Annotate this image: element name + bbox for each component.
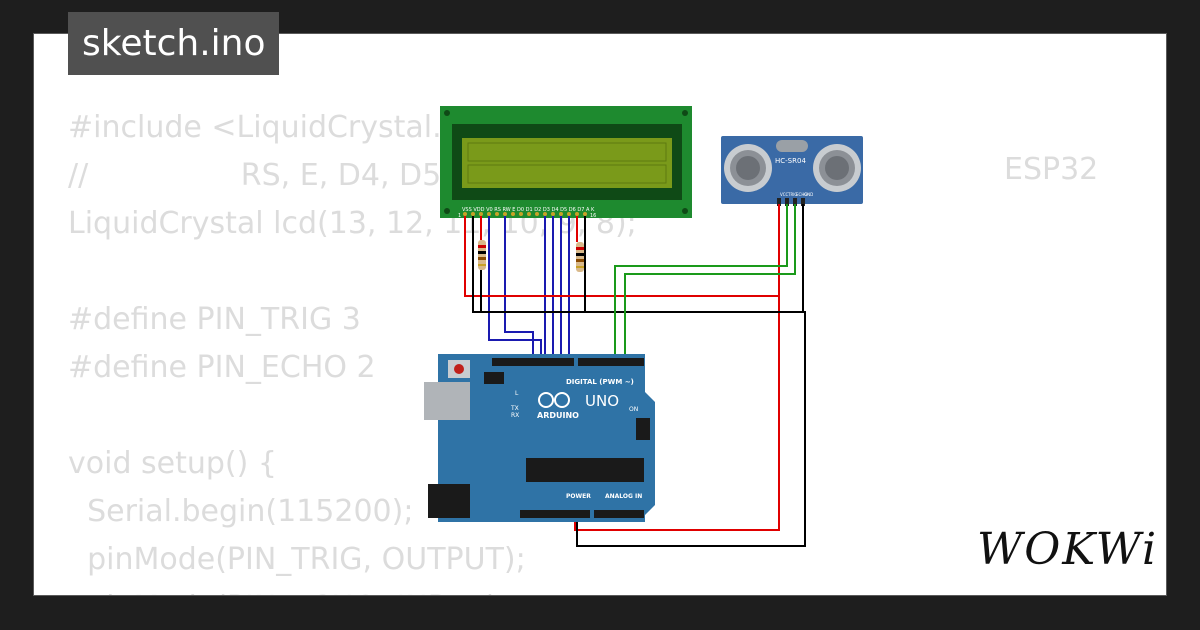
file-tab[interactable]: sketch.ino [68,12,280,75]
wire-blue [504,216,534,362]
code-line: void setup() { [68,446,277,481]
wire-red [464,216,780,531]
wire-green [614,204,788,362]
resistor[interactable] [478,240,486,270]
power-jack [428,484,470,518]
lcd-screen [462,138,672,188]
header-power [520,510,590,518]
code-side-note: ESP32 [1004,152,1099,187]
code-line: #define PIN_ECHO 2 [68,350,376,385]
lcd-display[interactable]: VSS VDD V0 RS RW E D0 D1 D2 D3 D4 D5 D6 … [440,106,692,219]
code-line: // RS, E, D4, D5 [68,158,442,193]
arduino-logo-text: ARDUINO [537,411,579,420]
header-digital-low [578,358,644,366]
header-digital-high [492,358,574,366]
code-line: LiquidCrystal lcd(13, 12, 11, 10, 9, 8); [68,206,637,241]
tx-led-label: TX [510,405,519,412]
wokwi-logo: WOKWi [977,524,1159,575]
sensor-pin-trig: TRIG [787,192,798,197]
code-line: Serial.begin(115200); [68,494,414,529]
sensor-model-label: HC-SR04 [775,157,806,165]
lcd-pin16-label: 16 [590,213,596,219]
board-model-label: UNO [585,392,619,410]
microcontroller-chip [526,458,644,482]
power-label: POWER [566,493,591,500]
usb-port [424,382,470,420]
analog-label: ANALOG IN [605,493,642,500]
sensor-pin-echo: ECHO [796,192,807,197]
sensor-pin-vcc: VCC [780,192,789,197]
header-analog [594,510,644,518]
digital-label: DIGITAL (PWM ~) [566,378,634,386]
code-line: pinMode(PIN_TRIG, OUTPUT); [68,542,526,577]
arduino-infinity-icon [538,392,570,408]
wire-black [472,216,806,547]
wire-green [624,204,796,362]
lcd-pin-labels: VSS VDD V0 RS RW E D0 D1 D2 D3 D4 D5 D6 … [462,207,595,213]
rx-led-label: RX [511,412,519,419]
wire-blue [488,216,542,362]
l-led-label: L [515,390,519,397]
lcd-pin1-label: 1 [458,213,461,219]
sensor-pin-gnd: GND [804,192,813,197]
resistor[interactable] [576,242,584,272]
ultrasonic-sensor[interactable]: HC-SR04 VCC TRIG ECHO GND [721,136,863,206]
code-line: #define PIN_TRIG 3 [68,302,361,337]
on-led-label: ON [629,406,638,413]
arduino-uno-board[interactable]: DIGITAL (PWM ~) ARDUINO UNO POWER ANALOG… [424,354,655,522]
code-line: pinMode(PIN_ECHO, INPUT); [68,584,637,595]
